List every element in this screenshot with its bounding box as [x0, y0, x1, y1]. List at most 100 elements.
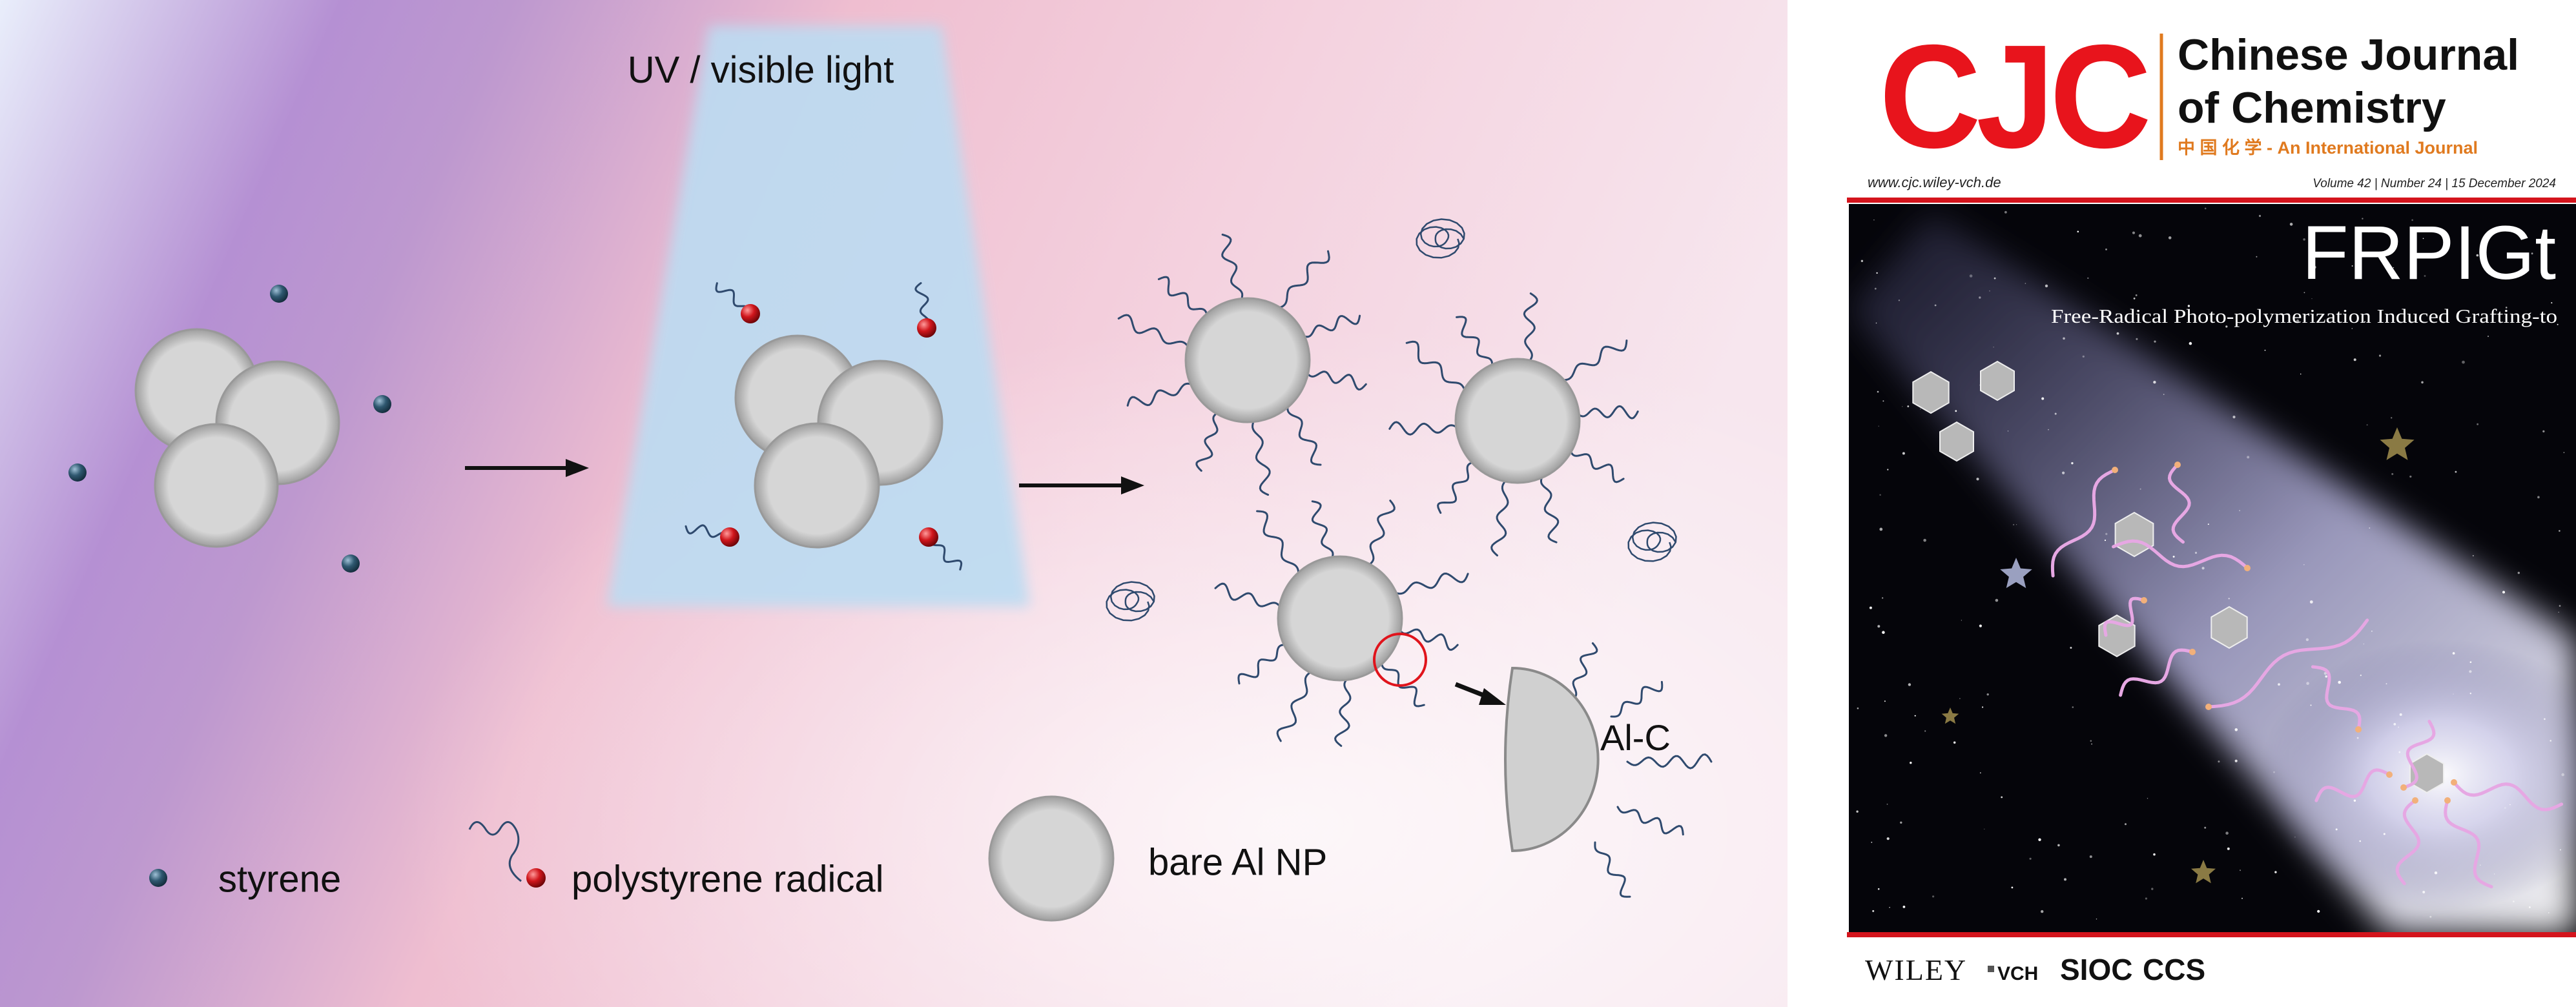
star: [2218, 760, 2220, 763]
star: [2367, 229, 2371, 232]
star: [2240, 870, 2241, 871]
star: [1871, 842, 1873, 843]
star: [2462, 360, 2465, 364]
star: [2004, 210, 2007, 214]
star: [1889, 906, 1890, 908]
legend-styrene: styrene: [149, 858, 341, 900]
cover-nanocrystal: [2210, 605, 2248, 649]
grafted-chain: [1575, 405, 1639, 420]
grafted-chain: [1594, 841, 1631, 898]
star: [1886, 804, 1888, 805]
star: [2048, 429, 2049, 431]
star: [2087, 277, 2089, 280]
cover-radical: [2189, 649, 2196, 655]
grafted-chain: [1252, 418, 1271, 496]
grafted-chain: [1195, 411, 1220, 472]
star: [1884, 734, 1888, 737]
journal-subtitle: 中 国 化 学 - An International Journal: [2178, 137, 2478, 158]
star: [1969, 274, 1973, 278]
ccs-logo: CCS: [2143, 953, 2205, 986]
cover-polymer-chain: [2395, 798, 2421, 886]
cover-radical: [2400, 784, 2407, 791]
star: [1924, 730, 1926, 732]
grafted-chain: [1157, 276, 1209, 318]
cover-radical: [2244, 565, 2251, 571]
star: [2469, 670, 2472, 673]
cover-top-rule: [1847, 198, 2576, 203]
star: [2163, 394, 2165, 395]
star: [2300, 373, 2302, 375]
cover-nanocrystal: [1939, 421, 1974, 462]
star: [1932, 895, 1935, 898]
grafted-chain: [1540, 473, 1560, 544]
star: [2559, 530, 2561, 532]
star: [2135, 294, 2138, 296]
star: [2452, 652, 2455, 655]
publisher-logos: WILEY VCH SIOC CCS: [1865, 953, 2205, 986]
grafted-chain: [1616, 806, 1684, 836]
grafted-chain: [1405, 340, 1467, 394]
star: [2011, 886, 2014, 889]
legend-styrene-label: styrene: [218, 858, 341, 900]
grafted-chain: [1221, 233, 1244, 303]
grafted-chain: [1214, 582, 1283, 609]
star: [2559, 605, 2561, 607]
grafted-chain: [1117, 314, 1191, 350]
star: [2393, 267, 2395, 269]
star: [2513, 900, 2515, 902]
star: [1907, 405, 1910, 407]
star: [2077, 230, 2079, 233]
al-c-bond-label: Al-C: [1600, 717, 1671, 758]
star: [2151, 888, 2154, 890]
cover-polymer-chain: [2050, 468, 2117, 578]
grafted-chain: [1275, 250, 1330, 310]
polystyrene-radical: [917, 318, 936, 338]
star: [2306, 682, 2309, 685]
star: [2469, 661, 2472, 664]
star: [2258, 214, 2262, 218]
star: [2133, 298, 2136, 300]
cover-nanocrystal: [1912, 371, 1950, 414]
cover-radical: [2141, 597, 2147, 604]
grafted-chain: [1610, 680, 1664, 718]
star: [2273, 771, 2275, 773]
star: [1886, 837, 1890, 840]
star: [2234, 728, 2238, 731]
al-nanoparticle: [1454, 358, 1581, 484]
sioc-logo: SIOC: [2060, 953, 2132, 986]
reaction-arrow-1: [465, 459, 589, 477]
star: [2132, 231, 2136, 234]
grafted-chain: [1311, 500, 1334, 561]
radical-chain-symbol: [468, 821, 522, 882]
star: [2168, 236, 2172, 239]
star: [2172, 555, 2175, 558]
star: [1982, 706, 1984, 708]
star: [1882, 597, 1884, 599]
star: [2153, 853, 2156, 856]
decorative-star: [2000, 558, 2032, 588]
cover-radical: [2205, 704, 2212, 710]
star: [2071, 462, 2074, 465]
decorative-star: [2191, 860, 2216, 884]
star: [2531, 252, 2533, 255]
star: [2504, 807, 2506, 809]
cover-nanocrystal: [2114, 511, 2154, 558]
star: [1979, 296, 1981, 299]
star: [2502, 591, 2505, 594]
star: [2424, 275, 2426, 277]
cover-radical: [2355, 726, 2362, 733]
star: [2189, 341, 2192, 345]
grafted-chain: [1301, 314, 1361, 338]
star: [1882, 400, 1884, 402]
star: [2385, 683, 2387, 685]
polymer-chains: [685, 233, 1713, 898]
journal-name-line-1: Chinese Journal: [2178, 30, 2519, 79]
star: [1910, 762, 1912, 764]
wiley-logo: WILEY: [1865, 953, 1967, 986]
star: [2548, 912, 2550, 913]
star: [1902, 452, 1905, 455]
star: [2303, 292, 2305, 294]
cover-polymer-chain: [2103, 596, 2146, 637]
star: [2351, 265, 2353, 267]
